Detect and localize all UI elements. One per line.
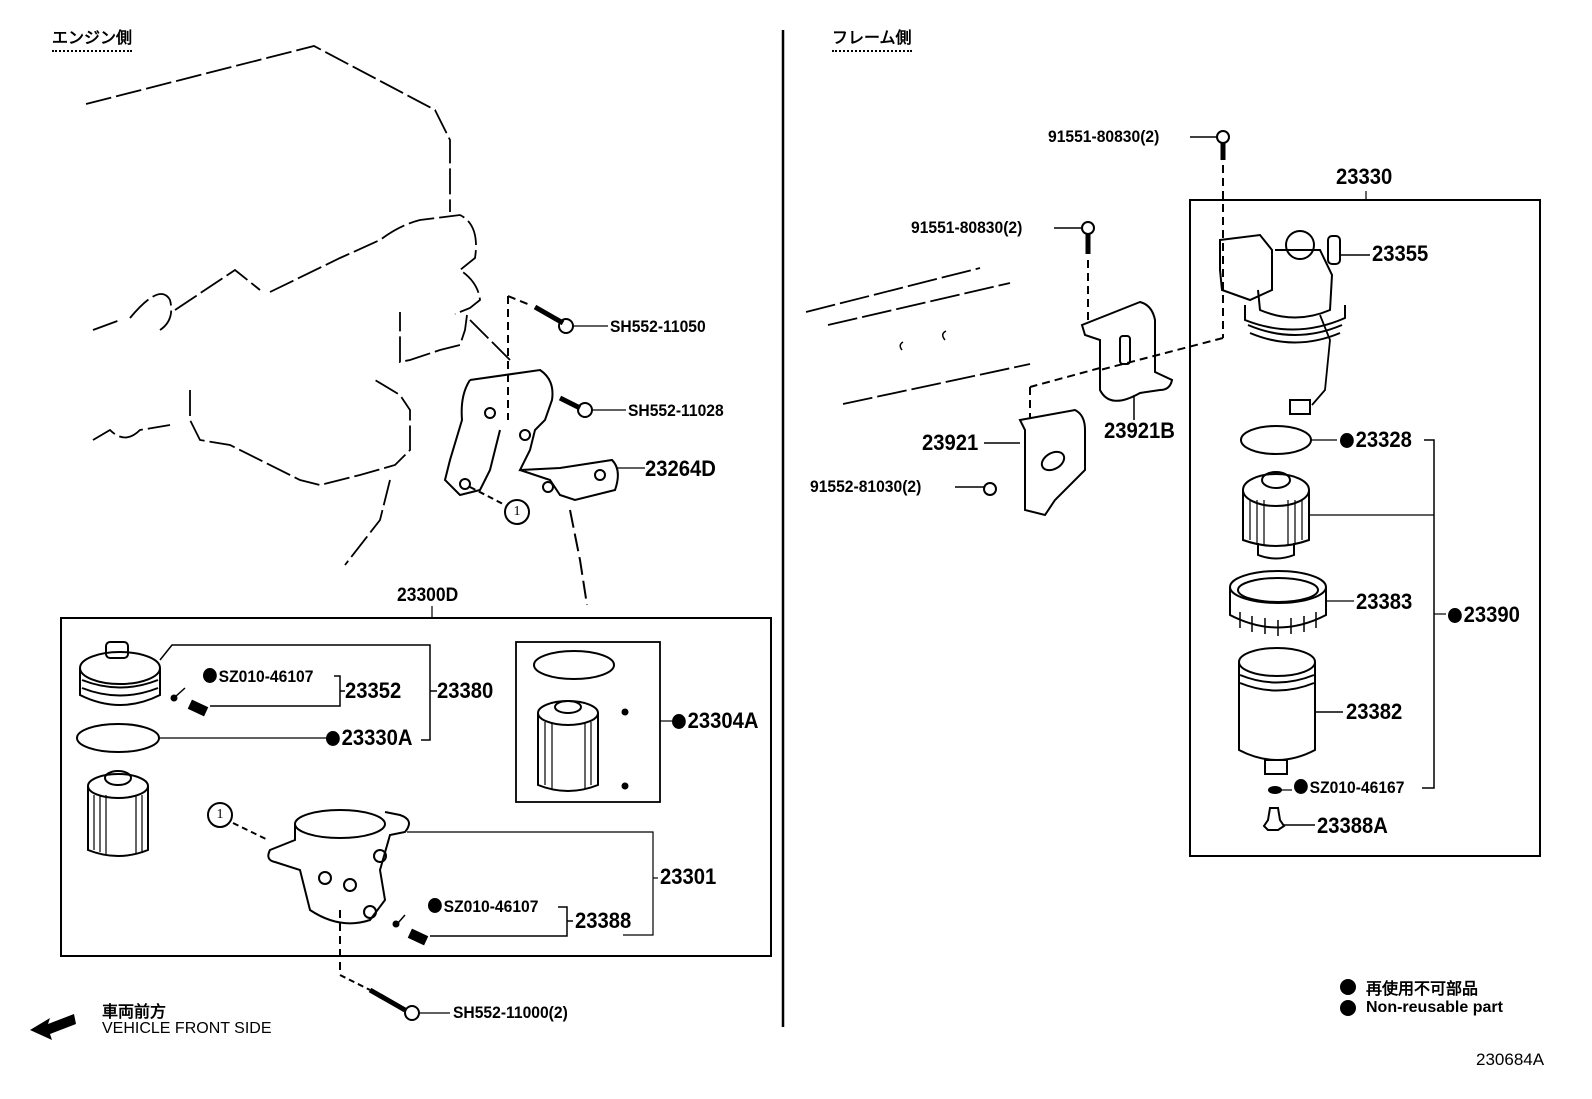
non-reusable-dot-icon bbox=[1448, 608, 1462, 623]
part-label-91551-80830-second[interactable]: 91551-80830(2) bbox=[911, 218, 1023, 237]
reference-marker-1: 1 bbox=[504, 499, 530, 525]
assembly-box-23330 bbox=[1189, 199, 1541, 857]
vehicle-front-jp: 車両前方 bbox=[102, 1004, 167, 1021]
bolt-91551-80830-top-icon bbox=[1190, 130, 1230, 160]
part-label-sz010-46167[interactable]: SZ010-46167 bbox=[1294, 779, 1404, 796]
filter-housing-drawing bbox=[267, 809, 410, 925]
part-label-23390[interactable]: 23390 bbox=[1448, 604, 1520, 626]
part-label-23301[interactable]: 23301 bbox=[660, 864, 717, 889]
part-label-91552-81030[interactable]: 91552-81030(2) bbox=[810, 477, 922, 496]
bracket-23264d-drawing bbox=[443, 368, 619, 502]
non-reusable-dot-icon bbox=[326, 731, 340, 746]
part-label-23300d[interactable]: 23300D bbox=[397, 585, 459, 606]
engine-side-header: エンジン側 bbox=[52, 24, 133, 52]
o-ring-23330a-icon bbox=[76, 723, 160, 753]
part-label-23388a[interactable]: 23388A bbox=[1317, 813, 1388, 838]
bolt-91552-81030-icon bbox=[955, 482, 997, 496]
bracket-23921b-drawing bbox=[1080, 300, 1174, 402]
o-ring-23328-icon bbox=[1240, 425, 1312, 455]
bolt-sh552-11028-icon bbox=[558, 395, 626, 418]
leader-bracket-23301 bbox=[407, 831, 654, 936]
dashed-leader bbox=[232, 822, 269, 841]
part-label-sh552-11000[interactable]: SH552-11000(2) bbox=[453, 1003, 568, 1022]
part-label-23328[interactable]: 23328 bbox=[1340, 429, 1412, 451]
separator-element-drawing bbox=[1242, 471, 1310, 560]
separator-head-drawing bbox=[1219, 230, 1346, 415]
bracket-23921-drawing bbox=[1018, 408, 1086, 517]
part-label-sz010-46107-housing[interactable]: SZ010-46107 bbox=[428, 898, 538, 915]
part-label-sh552-11028[interactable]: SH552-11028 bbox=[628, 401, 724, 420]
ring-nut-drawing bbox=[1229, 570, 1327, 636]
frame-rail-outline bbox=[805, 267, 1031, 405]
part-label-91551-80830-top[interactable]: 91551-80830(2) bbox=[1048, 127, 1160, 146]
part-label-sz010-46107-cap[interactable]: SZ010-46107 bbox=[203, 668, 313, 685]
non-reusable-dot-icon bbox=[203, 668, 217, 683]
figure-id: 230684A bbox=[1476, 1050, 1545, 1069]
part-label-23304a[interactable]: 23304A bbox=[672, 710, 759, 732]
bowl-drawing bbox=[1238, 647, 1316, 775]
part-label-23355[interactable]: 23355 bbox=[1372, 241, 1429, 266]
dashed-leader bbox=[1029, 367, 1101, 388]
non-reusable-dot-icon bbox=[672, 714, 686, 729]
part-label-sh552-11050[interactable]: SH552-11050 bbox=[610, 317, 706, 336]
part-label-23264d[interactable]: 23264D bbox=[645, 456, 716, 481]
vehicle-front-en: VEHICLE FRONT SIDE bbox=[102, 1020, 272, 1037]
part-label-23383[interactable]: 23383 bbox=[1356, 589, 1413, 614]
reference-marker-1-housing: 1 bbox=[207, 802, 233, 828]
part-label-23330[interactable]: 23330 bbox=[1336, 164, 1393, 189]
bolt-sh552-11050-icon bbox=[533, 304, 608, 334]
part-label-23352[interactable]: 23352 bbox=[345, 678, 402, 703]
non-reusable-dot-icon bbox=[1340, 979, 1356, 995]
part-label-23380[interactable]: 23380 bbox=[437, 678, 494, 703]
legend-en: Non-reusable part bbox=[1340, 999, 1503, 1017]
engine-outline bbox=[85, 45, 511, 566]
filter-element-drawing bbox=[87, 770, 149, 857]
assembly-box-23300d bbox=[60, 617, 772, 957]
dashed-leader bbox=[569, 509, 588, 606]
non-reusable-dot-icon bbox=[428, 898, 442, 913]
dashed-leader bbox=[507, 295, 531, 306]
leader-bracket-23380 bbox=[159, 644, 431, 741]
bolt-91551-80830-second-icon bbox=[1054, 221, 1095, 254]
bolt-sh552-11000-icon bbox=[404, 1005, 420, 1021]
non-reusable-dot-icon bbox=[1340, 1000, 1356, 1016]
part-label-23921[interactable]: 23921 bbox=[922, 430, 979, 455]
non-reusable-dot-icon bbox=[1340, 433, 1354, 448]
dashed-leader bbox=[1099, 337, 1224, 371]
part-label-23382[interactable]: 23382 bbox=[1346, 699, 1403, 724]
element-kit-box bbox=[515, 641, 661, 803]
element-kit-drawing bbox=[537, 700, 599, 792]
non-reusable-dot-icon bbox=[1294, 779, 1308, 794]
drain-plug-23388a-icon bbox=[1262, 807, 1315, 831]
legend-jp: 再使用不可部品 bbox=[1340, 975, 1478, 999]
filter-cap-drawing bbox=[79, 641, 161, 706]
dashed-leader bbox=[469, 486, 506, 506]
leader-bracket-23390 bbox=[1422, 439, 1435, 789]
part-label-23330a[interactable]: 23330A bbox=[326, 727, 413, 749]
part-label-23921b[interactable]: 23921B bbox=[1104, 418, 1175, 443]
part-label-23388[interactable]: 23388 bbox=[575, 908, 632, 933]
frame-side-header: フレーム側 bbox=[832, 24, 912, 52]
vehicle-front-arrow-icon bbox=[30, 1014, 76, 1040]
